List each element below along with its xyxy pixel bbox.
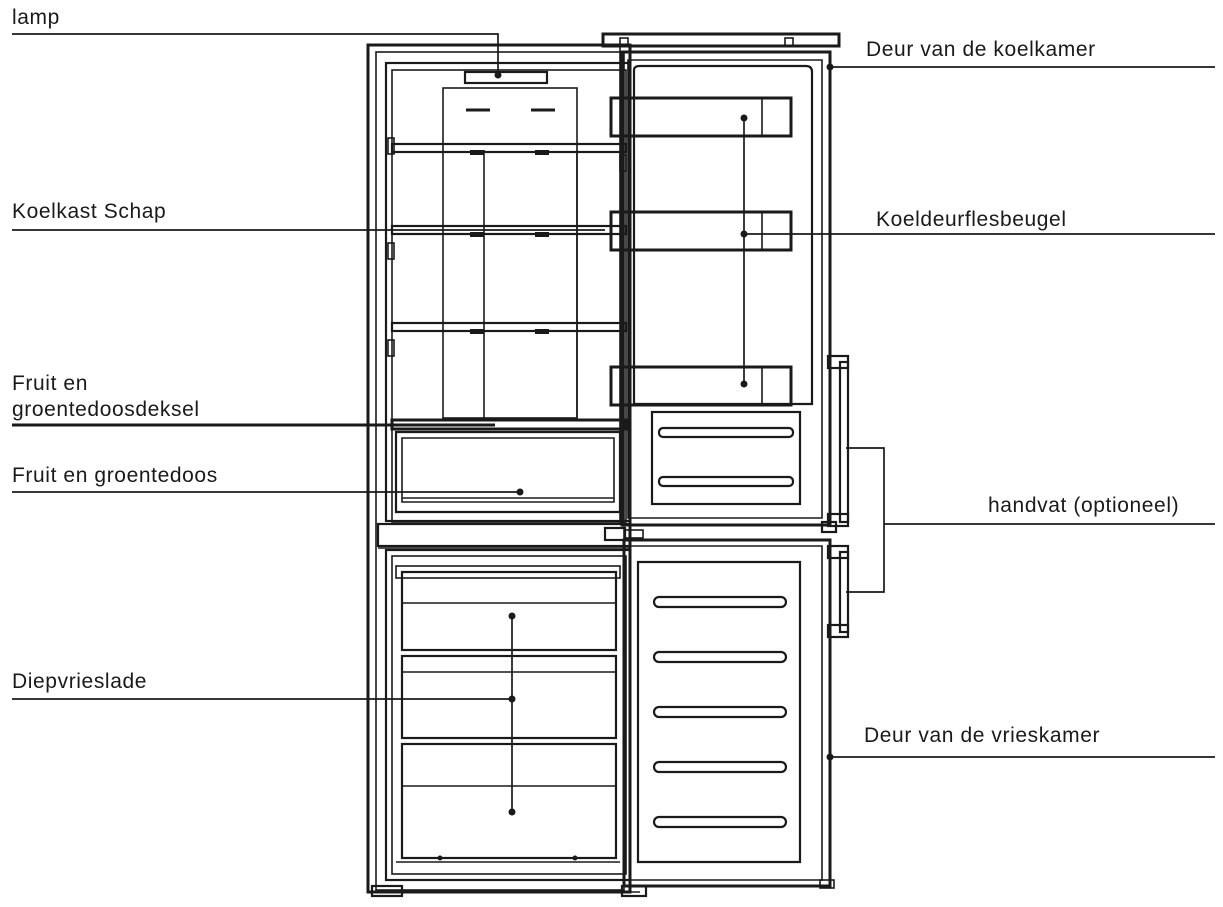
- label-fridge-door: Deur van de koelkamer: [866, 38, 1096, 61]
- label-crisper-box: Fruit en groentedoos: [12, 464, 218, 487]
- label-fridge-shelf: Koelkast Schap: [12, 200, 167, 223]
- fridge-door: [601, 32, 841, 542]
- label-freezer-drawer: Diepvrieslade: [12, 670, 148, 693]
- dot-lamp: [494, 71, 502, 79]
- label-bottle-rack: Koeldeurflesbeugel: [876, 208, 1067, 231]
- label-lamp: lamp: [12, 6, 60, 29]
- leader-lines: [12, 33, 1215, 816]
- lamp-housing: [442, 70, 578, 419]
- leader-lamp: [12, 33, 499, 75]
- label-crisper-cover-line1: Fruit en: [12, 372, 88, 395]
- freezer-drawers: [395, 565, 621, 863]
- label-crisper-cover-line2: groentedoosdeksel: [12, 398, 200, 421]
- label-freezer-door: Deur van de vrieskamer: [864, 724, 1101, 747]
- label-handle: handvat (optioneel): [988, 494, 1180, 517]
- fridge-shelves: [387, 137, 628, 357]
- handles: [820, 354, 885, 639]
- dot-crisper-box: [516, 488, 524, 496]
- crisper-assembly: [390, 418, 628, 514]
- fridge-cabinet: [366, 43, 648, 898]
- freezer-door: [622, 538, 835, 889]
